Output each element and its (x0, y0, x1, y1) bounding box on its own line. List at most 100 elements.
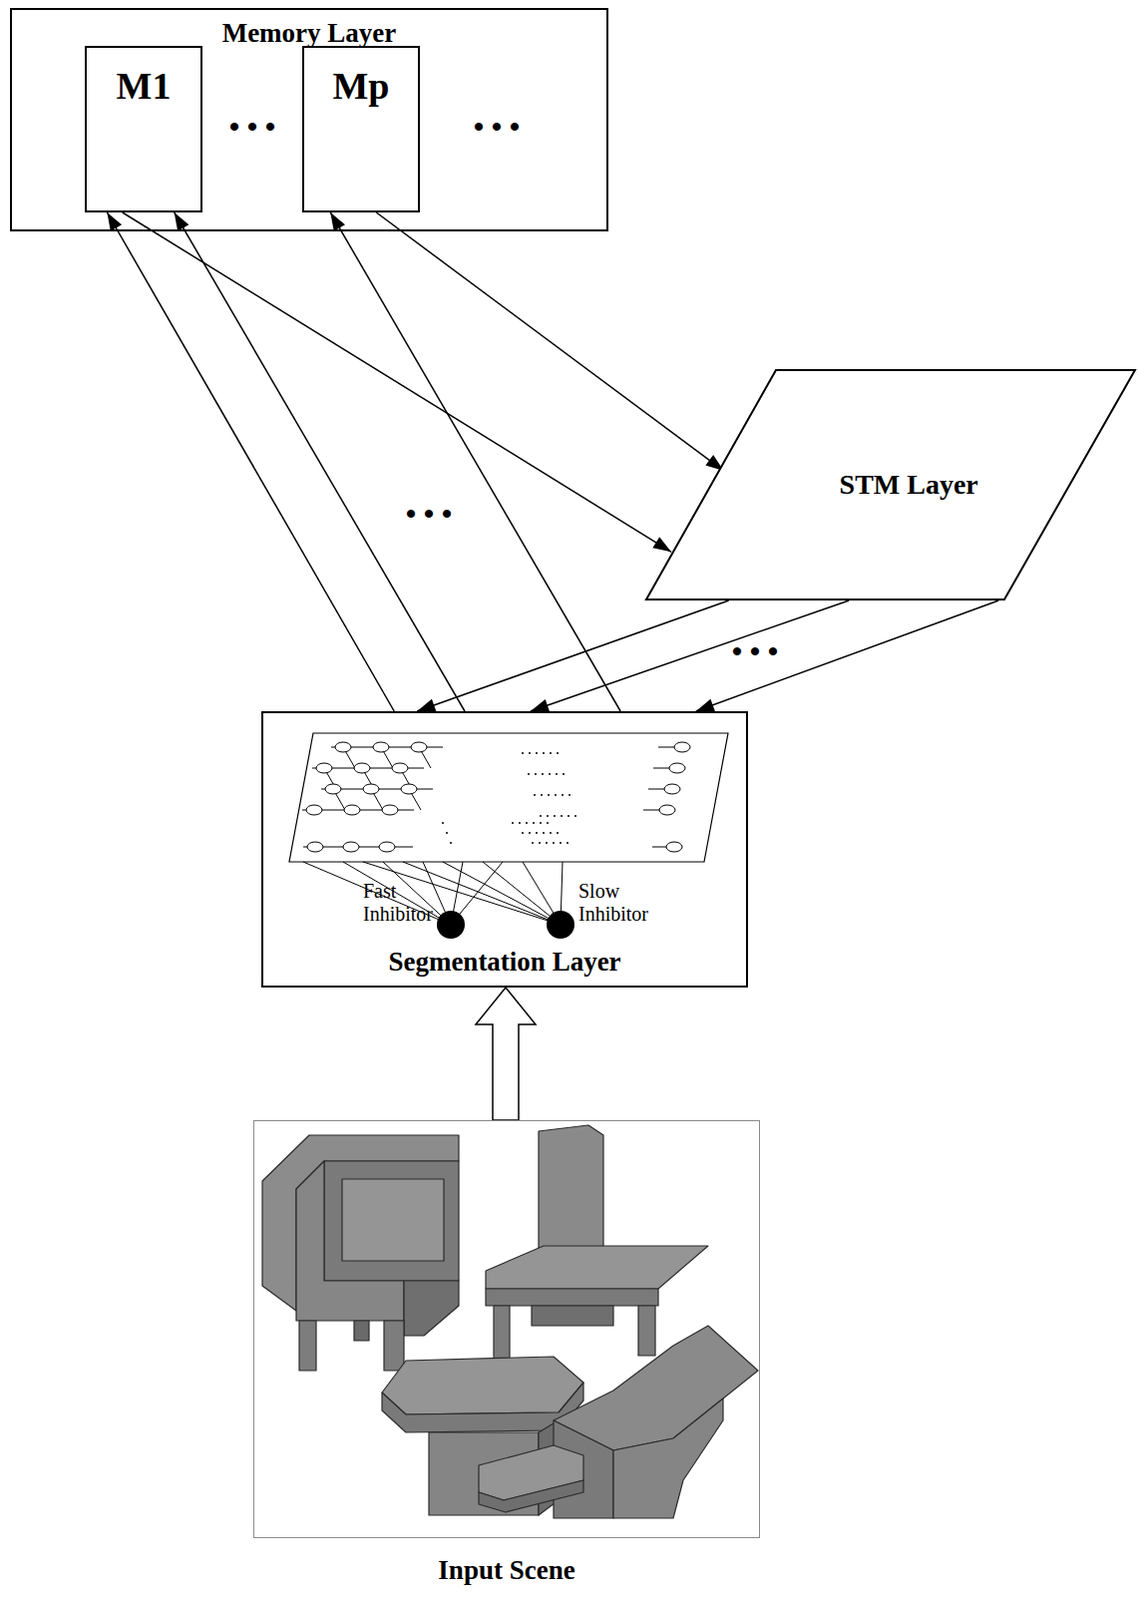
text-holder: STM Layer (839, 468, 979, 501)
connector-line (106, 212, 394, 712)
ellipsis-dot (542, 752, 545, 755)
furniture-face (613, 1398, 724, 1518)
oscillator (669, 762, 686, 773)
ellipsis-dot (539, 821, 542, 824)
ellipsis-dot (546, 821, 549, 824)
label-holder: Fast Inhibitor (363, 879, 433, 926)
oscillator (343, 841, 360, 852)
furniture-face (324, 1160, 459, 1281)
oscillator (354, 762, 371, 773)
ellipsis-dot (518, 821, 521, 824)
memory-module-box: Mp (302, 45, 420, 213)
ellipsis-dot (560, 814, 563, 817)
text-holder: Segmentation Layer (263, 946, 747, 978)
furniture-face (354, 1320, 370, 1341)
label-holder: Slow Inhibitor (578, 879, 649, 926)
connector-arrow (416, 600, 729, 712)
ellipsis-dot (538, 841, 541, 844)
ellipsis-dot (534, 772, 537, 775)
arrowhead (330, 212, 346, 232)
connector-line (122, 212, 672, 552)
furniture-face (638, 1305, 656, 1356)
ellipsis-dot (545, 841, 548, 844)
oscillator-network (263, 713, 747, 986)
arrowhead (652, 536, 672, 552)
ellipsis-dot (528, 752, 531, 755)
oscillator (325, 783, 342, 794)
connector-line (376, 212, 724, 471)
arrowhead (696, 699, 716, 712)
ellipsis-dot (445, 831, 448, 834)
oscillator (316, 762, 333, 773)
ellipsis-dot (525, 821, 528, 824)
oscillator (335, 742, 352, 753)
block-arrow-shape (475, 987, 536, 1121)
ellipsis-dot (528, 831, 531, 834)
ellipsis-dot (574, 814, 577, 817)
inhibitor-links (303, 861, 563, 925)
connector-arrow (330, 212, 621, 712)
oscillator (379, 841, 395, 852)
furniture-face (485, 1288, 659, 1306)
oscillator (664, 783, 681, 794)
connector-line (330, 212, 621, 712)
ellipsis-dot (441, 821, 444, 824)
ellipsis-dot (549, 831, 552, 834)
stm-layer-box: STM Layer (645, 369, 1137, 601)
oscillator (307, 841, 324, 852)
oscillator (666, 841, 683, 852)
block-arrow (475, 987, 536, 1121)
ellipsis-dot (547, 793, 550, 796)
oscillator (400, 783, 417, 794)
parallelogram-shape (646, 370, 1136, 600)
connector-arrow (376, 212, 724, 471)
ellipsis-dot (561, 793, 564, 796)
text-holder: M1 (86, 63, 201, 108)
node-label: Input Scene (437, 1554, 575, 1586)
ellipsis-dot (542, 831, 545, 834)
furniture-face (381, 1356, 584, 1415)
ellipsis-dot (559, 841, 562, 844)
ellipsis-dot (567, 814, 570, 817)
ellipsis-dots: • • • (473, 109, 521, 144)
connector-arrow (530, 600, 849, 712)
ellipsis-dot (535, 831, 538, 834)
ellipsis-dot (521, 831, 524, 834)
furniture-face (553, 1325, 759, 1451)
arrowhead (530, 699, 550, 712)
arrowhead (174, 212, 190, 232)
node-label: STM Layer (839, 468, 979, 501)
furniture-face (296, 1160, 404, 1321)
connector-arrow (696, 600, 999, 712)
oscillator (391, 762, 408, 773)
furniture-face (342, 1178, 444, 1261)
ellipsis-dot (541, 772, 544, 775)
ellipsis-dot (553, 814, 556, 817)
furniture-face (299, 1320, 317, 1371)
text-holder: Input Scene (214, 1554, 799, 1586)
label-holder: • • • (405, 496, 453, 531)
ellipsis-dot (511, 821, 514, 824)
node-label: Mp (333, 63, 390, 108)
inhibitor-link (343, 861, 451, 925)
oscillator (410, 742, 427, 753)
ellipsis-dot (527, 772, 530, 775)
furniture-group (262, 1125, 759, 1518)
fast-inhibitor-unit (436, 910, 465, 939)
ellipsis-dot (556, 752, 559, 755)
ellipsis-dot (552, 841, 555, 844)
connector-arrow (106, 212, 394, 712)
connector-line (696, 600, 999, 712)
ellipsis-dot (554, 793, 557, 796)
oscillator (373, 742, 389, 753)
furniture-face (493, 1305, 510, 1361)
arrowhead (106, 212, 122, 232)
ellipsis-dot (539, 814, 542, 817)
segmentation-layer-box: Segmentation Layer (261, 711, 749, 988)
ellipsis-dot (540, 793, 543, 796)
furniture-face (478, 1480, 584, 1513)
furniture-face (485, 1245, 709, 1289)
ellipsis-dot (555, 772, 558, 775)
scene-illustration (254, 1121, 759, 1537)
ellipsis-dot (521, 752, 524, 755)
